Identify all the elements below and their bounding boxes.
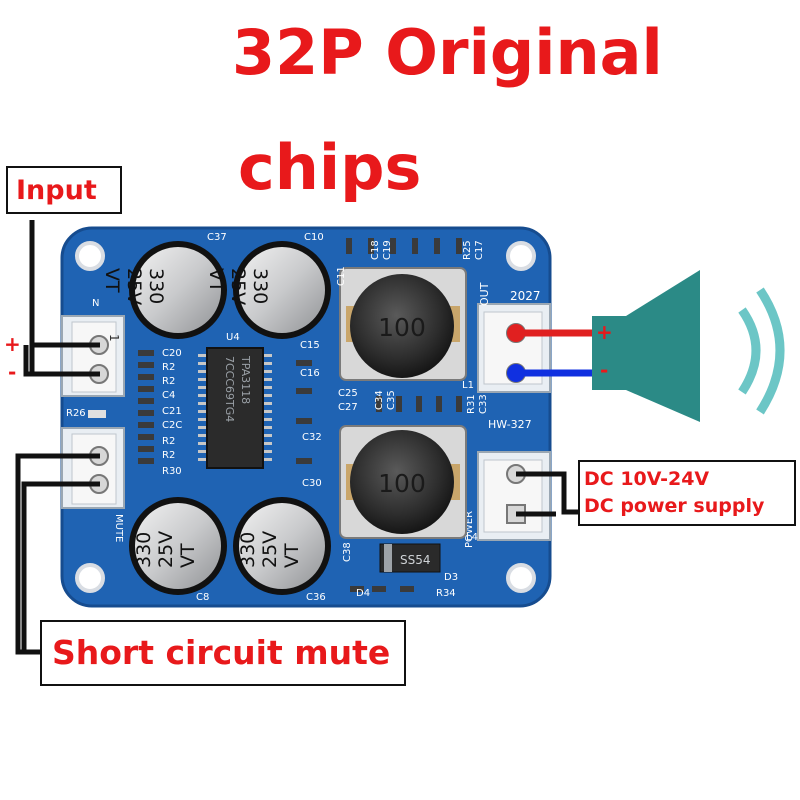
svg-text:33025VVT: 33025VVT — [101, 268, 167, 305]
svg-text:R34: R34 — [436, 588, 456, 599]
svg-text:C30: C30 — [302, 478, 322, 489]
svg-text:C33: C33 — [478, 394, 489, 414]
silkscreen-labels: C37 C10 C18 C19 R25 C17 C11 U4 C15 C20 R… — [66, 232, 541, 603]
svg-text:C8: C8 — [196, 592, 209, 603]
capacitor-top-left: 33025VVT — [101, 241, 227, 339]
mounting-hole — [75, 563, 105, 593]
svg-text:C2C: C2C — [162, 420, 182, 431]
svg-text:33025VVT: 33025VVT — [237, 531, 303, 568]
mounting-hole — [506, 563, 536, 593]
input-minus-sign: - — [8, 360, 17, 384]
power-silkscreen: POWER — [464, 511, 475, 548]
inductor-bottom: 100 — [339, 425, 467, 539]
input-plus-sign: + — [4, 332, 21, 356]
out-year-silkscreen: 2027 — [510, 289, 541, 303]
title-line-2: chips — [238, 131, 422, 204]
svg-text:R25: R25 — [462, 240, 473, 260]
amplifier-chip: 7CCC69TG4 TPA3118 — [198, 347, 272, 469]
dc-voltage-text: DC 10V-24V — [584, 468, 710, 490]
svg-text:C32: C32 — [302, 432, 322, 443]
svg-text:R2: R2 — [162, 450, 175, 461]
svg-text:R31: R31 — [466, 394, 477, 414]
svg-text:L1: L1 — [462, 380, 474, 391]
diode-ss54: SS54 — [379, 543, 441, 573]
speaker-plus-sign: + — [596, 320, 613, 344]
svg-text:100: 100 — [378, 313, 426, 342]
inductor-top: 100 — [339, 267, 467, 381]
svg-text:R2: R2 — [162, 436, 175, 447]
svg-text:C10: C10 — [304, 232, 324, 243]
speaker-minus-sign: - — [600, 358, 609, 382]
svg-text:N: N — [92, 298, 99, 309]
model-silkscreen: HW-327 — [488, 418, 532, 431]
svg-text:L4: L4 — [466, 532, 478, 543]
svg-text:C18: C18 — [370, 240, 381, 260]
svg-text:33025VVT: 33025VVT — [205, 268, 271, 305]
svg-text:TPA3118: TPA3118 — [239, 355, 252, 404]
speaker-icon — [592, 270, 700, 422]
svg-text:33025VVT: 33025VVT — [133, 531, 199, 568]
svg-text:R30: R30 — [162, 466, 182, 477]
dc-wires — [516, 471, 578, 517]
mounting-hole — [75, 241, 105, 271]
svg-text:C15: C15 — [300, 340, 320, 351]
svg-text:C25: C25 — [338, 388, 358, 399]
svg-text:R2: R2 — [162, 376, 175, 387]
title-line-1: 32P Original — [232, 16, 663, 89]
svg-text:1: 1 — [107, 334, 121, 342]
capacitor-top-right: 33025VVT — [205, 241, 331, 339]
svg-text:R2: R2 — [162, 362, 175, 373]
svg-text:C38: C38 — [342, 542, 353, 562]
mute-label: Short circuit mute — [40, 620, 406, 686]
svg-text:C19: C19 — [382, 240, 393, 260]
svg-text:7CCC69TG4: 7CCC69TG4 — [223, 356, 236, 422]
svg-text:C36: C36 — [306, 592, 326, 603]
svg-text:C16: C16 — [300, 368, 320, 379]
svg-text:SS54: SS54 — [400, 553, 431, 567]
dc-supply-text: DC power supply — [584, 495, 765, 517]
svg-text:C11: C11 — [336, 266, 347, 286]
svg-text:U4: U4 — [226, 332, 240, 343]
svg-text:D4: D4 — [356, 588, 370, 599]
svg-text:C35: C35 — [386, 390, 397, 410]
mute-wires — [15, 453, 100, 655]
dc-supply-label: DC 10V-24V DC power supply — [578, 460, 796, 526]
speaker-wires — [507, 324, 594, 382]
input-wires — [23, 220, 100, 377]
svg-text:R26: R26 — [66, 408, 86, 419]
capacitor-bottom-right: 33025VVT — [233, 497, 331, 595]
svg-text:C27: C27 — [338, 402, 358, 413]
mounting-hole — [506, 241, 536, 271]
svg-text:C4: C4 — [162, 390, 175, 401]
capacitor-bottom-left: 33025VVT — [129, 497, 227, 595]
svg-text:C20: C20 — [162, 348, 182, 359]
svg-text:C17: C17 — [474, 240, 485, 260]
input-label: Input — [6, 166, 122, 214]
input-header: 1 — [61, 315, 125, 397]
svg-text:C21: C21 — [162, 406, 182, 417]
svg-text:100: 100 — [378, 469, 426, 498]
smd-components — [88, 238, 462, 592]
svg-text:C34: C34 — [374, 390, 385, 410]
mute-silkscreen: MUTE — [113, 514, 124, 542]
sound-wave-icon — [738, 287, 785, 415]
svg-text:D3: D3 — [444, 572, 458, 583]
svg-text:C37: C37 — [207, 232, 227, 243]
out-silkscreen: OUT — [478, 282, 491, 306]
